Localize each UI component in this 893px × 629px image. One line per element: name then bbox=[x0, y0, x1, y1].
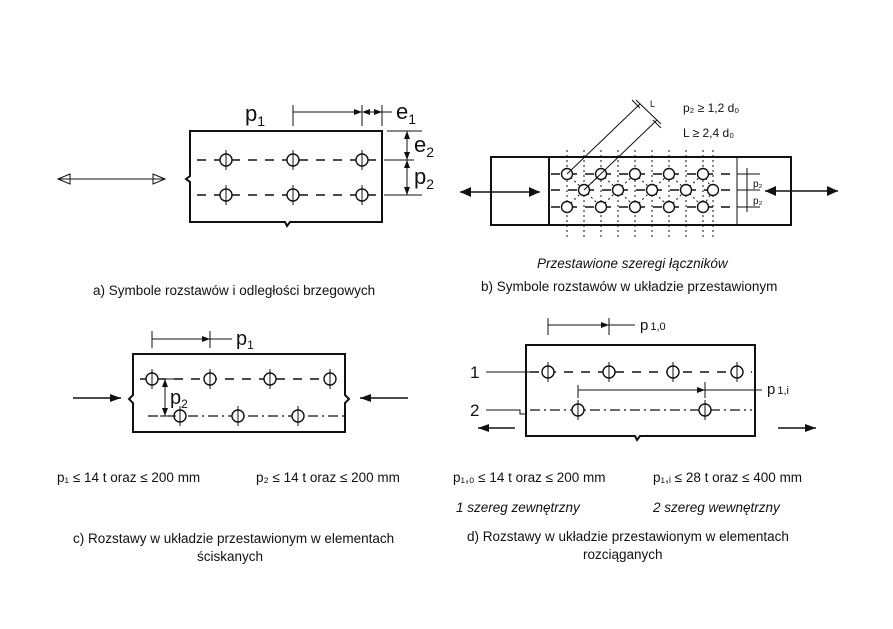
hole-rows bbox=[145, 369, 337, 426]
gauge-lines bbox=[566, 150, 714, 240]
label-p1: p1 bbox=[245, 101, 265, 129]
dimension-p10 bbox=[547, 318, 635, 335]
force-arrow-right bbox=[765, 186, 838, 196]
subtitle-b: Przestawione szeregi łączników bbox=[537, 256, 729, 271]
note-outer-row: 1 szereg zewnętrzny bbox=[456, 500, 581, 515]
plate-outline bbox=[184, 130, 383, 228]
dimension-p2-right bbox=[737, 168, 760, 212]
row-label-1: 1 bbox=[470, 363, 479, 382]
dimension-p1i bbox=[577, 382, 762, 398]
label-p2-top: p₂ bbox=[753, 179, 763, 190]
label-e2: e2 bbox=[414, 132, 434, 160]
hole-rows bbox=[541, 362, 744, 420]
dimension-L bbox=[566, 99, 662, 191]
plate-outline bbox=[127, 353, 351, 433]
caption-a: a) Symbole rozstawów i odległości brzego… bbox=[93, 283, 375, 298]
label-p2: p2 bbox=[414, 164, 434, 192]
row-label-2: 2 bbox=[470, 401, 479, 420]
formula-p1: p₁ ≤ 14 t oraz ≤ 200 mm bbox=[57, 470, 200, 485]
label-p1: p1 bbox=[236, 328, 254, 352]
dimension-p2 bbox=[160, 378, 176, 417]
force-double-arrow bbox=[56, 173, 167, 185]
condition-p2: p₂ ≥ 1,2 d₀ bbox=[683, 101, 739, 115]
panel-a: p1 e1 e2 p2 a) Symbole rozstawów i odleg… bbox=[56, 99, 434, 298]
caption-c-line1: c) Rozstawy w układzie przestawionym w e… bbox=[73, 531, 394, 546]
formula-p1i: p₁,ᵢ ≤ 28 t oraz ≤ 400 mm bbox=[653, 470, 802, 485]
panel-b: L p₂ ≥ 1,2 d₀ L ≥ 2,4 d₀ p₂ p₂ Przestawi… bbox=[460, 99, 838, 294]
label-e1: e1 bbox=[396, 99, 416, 127]
caption-c-line2: ściskanych bbox=[197, 549, 263, 564]
plate-outline bbox=[525, 344, 756, 442]
formula-p10: p₁,₀ ≤ 14 t oraz ≤ 200 mm bbox=[453, 470, 606, 485]
label-L: L bbox=[650, 99, 655, 109]
force-arrow-left bbox=[73, 394, 121, 402]
label-p2: p2 bbox=[170, 387, 188, 411]
dimension-e2-p2 bbox=[384, 130, 422, 196]
left-plate bbox=[490, 156, 550, 226]
hole-grid bbox=[219, 150, 369, 205]
dimension-p1 bbox=[292, 105, 363, 126]
formula-p2: p₂ ≤ 14 t oraz ≤ 200 mm bbox=[256, 470, 400, 485]
panel-c: p1 p2 bbox=[57, 328, 408, 564]
condition-L: L ≥ 2,4 d₀ bbox=[683, 126, 734, 140]
label-p2-bottom: p₂ bbox=[753, 196, 763, 207]
force-arrow-left bbox=[478, 424, 515, 432]
dimension-e1 bbox=[362, 105, 392, 126]
caption-d-line1: d) Rozstawy w układzie przestawionym w e… bbox=[467, 529, 789, 544]
force-arrow-left bbox=[460, 187, 540, 197]
force-arrow-right bbox=[778, 424, 816, 432]
caption-b: b) Symbole rozstawów w układzie przestaw… bbox=[481, 279, 777, 294]
caption-d-line2: rozciąganych bbox=[583, 547, 663, 562]
note-inner-row: 2 szereg wewnętrzny bbox=[652, 500, 781, 515]
dimension-p1 bbox=[151, 331, 232, 348]
force-arrow-right bbox=[360, 394, 408, 402]
